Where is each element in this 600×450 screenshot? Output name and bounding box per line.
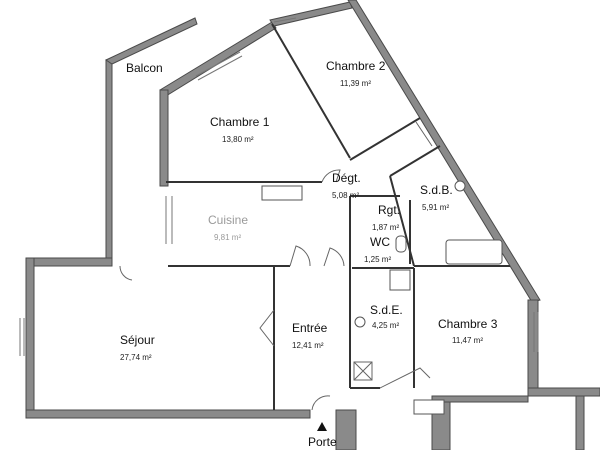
porte-label: Porte (308, 435, 337, 449)
room-wc-area: 1,25 m² (364, 255, 391, 264)
room-rgt-area: 1,87 m² (372, 223, 399, 232)
entrance-arrow (317, 422, 327, 431)
kitchen-sink (261, 185, 303, 201)
room-sdb-area: 5,91 m² (422, 203, 449, 212)
room-degt-area: 5,08 m² (332, 191, 359, 200)
room-cuisine-name: Cuisine (208, 213, 248, 227)
room-sejour-area: 27,74 m² (120, 353, 152, 362)
room-entree-name: Entrée (292, 321, 328, 335)
exterior-walls (25, 0, 600, 450)
shower (389, 269, 411, 291)
washbasin-sde (354, 316, 366, 328)
room-rgt-name: Rgt. (378, 203, 400, 217)
room-sde-name: S.d.E. (370, 303, 403, 317)
wc-toilet (395, 235, 407, 253)
room-balcon-name: Balcon (126, 61, 163, 75)
bathtub (445, 239, 503, 265)
room-chambre1-area: 13,80 m² (222, 135, 254, 144)
room-sdb-name: S.d.B. (420, 183, 453, 197)
room-sejour-name: Séjour (120, 333, 155, 347)
room-entree-area: 12,41 m² (292, 341, 324, 350)
room-chambre2-name: Chambre 2 (326, 59, 386, 73)
fixtures (261, 121, 503, 381)
room-chambre3-name: Chambre 3 (438, 317, 498, 331)
room-chambre1-name: Chambre 1 (210, 115, 270, 129)
washbasin-sdb (454, 180, 466, 192)
room-cuisine-area: 9,81 m² (214, 233, 241, 242)
windows (19, 17, 539, 356)
room-chambre2-area: 11,39 m² (340, 79, 371, 88)
interior-walls (166, 23, 510, 410)
room-chambre3-area: 11,47 m² (452, 336, 483, 345)
room-wc-name: WC (370, 235, 390, 249)
room-sde-area: 4,25 m² (372, 321, 399, 330)
room-degt-name: Dégt. (332, 171, 361, 185)
doors (119, 169, 445, 415)
